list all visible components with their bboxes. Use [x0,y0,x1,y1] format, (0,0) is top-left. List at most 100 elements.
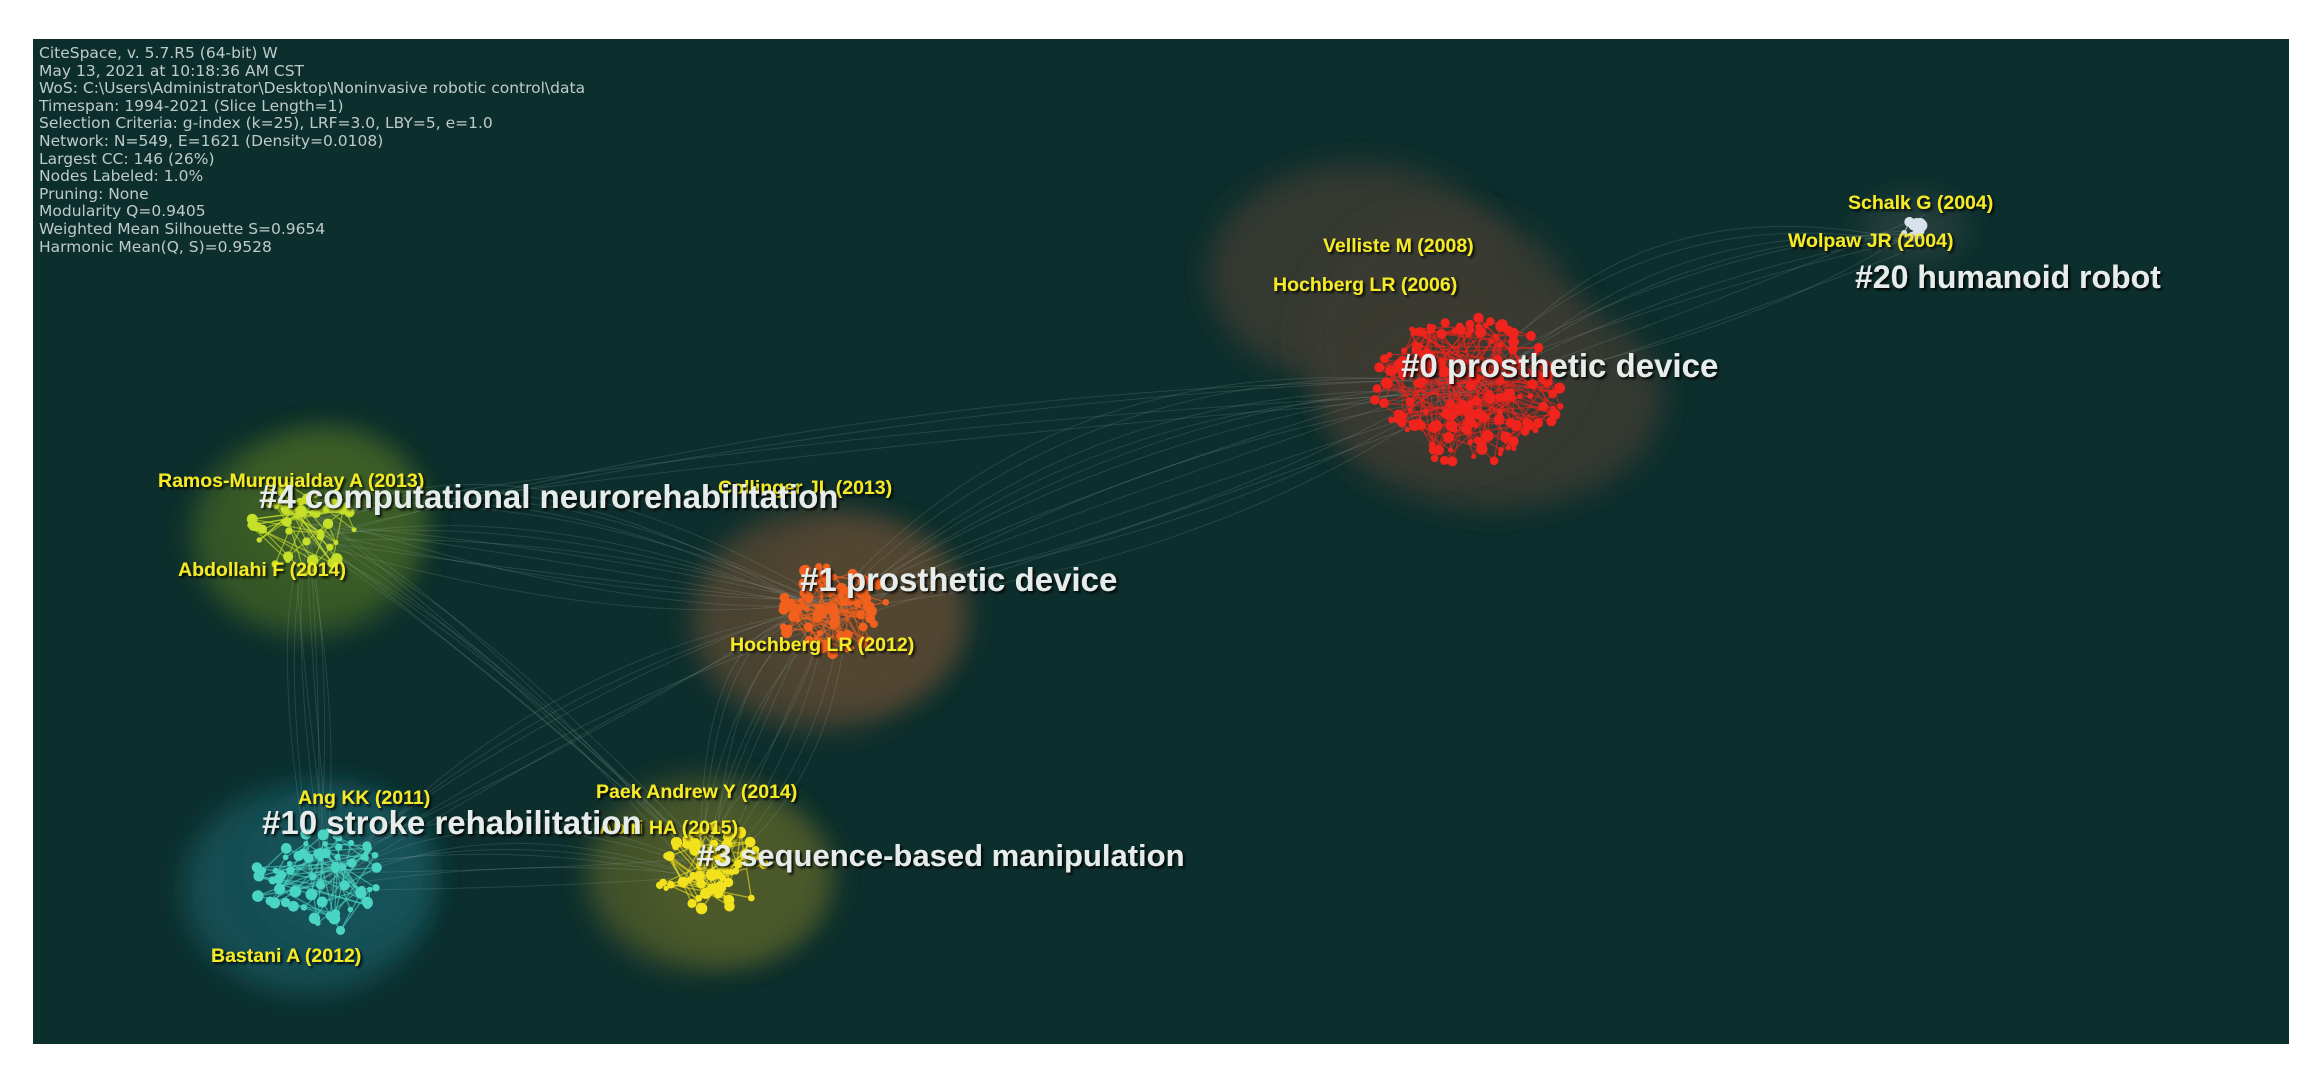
network-node[interactable] [1525,420,1535,431]
network-node[interactable] [822,563,831,571]
network-node[interactable] [1538,359,1550,370]
network-node[interactable] [700,888,712,899]
cluster-label-c1[interactable]: #1 prosthetic device [800,561,1117,598]
network-node[interactable] [303,853,314,863]
network-node[interactable] [331,864,340,874]
network-node[interactable] [286,866,295,875]
cluster-label-c10[interactable]: #10 stroke rehabilitation [262,804,642,841]
network-node[interactable] [1533,368,1541,376]
network-node[interactable] [1426,326,1435,335]
network-node[interactable] [1464,408,1476,420]
network-node[interactable] [695,861,706,871]
author-label-velliste[interactable]: Velliste M (2008) [1323,235,1474,257]
network-node[interactable] [695,895,703,902]
network-node[interactable] [371,862,382,873]
network-node[interactable] [1409,326,1415,333]
network-node[interactable] [1379,398,1389,408]
network-node[interactable] [759,859,769,870]
author-label-wolpaw[interactable]: Wolpaw JR (2004) [1788,230,1953,252]
network-node[interactable] [813,603,819,609]
network-node[interactable] [682,834,694,845]
network-node[interactable] [803,605,810,612]
network-node[interactable] [1505,417,1515,428]
network-node[interactable] [708,855,717,863]
network-node[interactable] [334,853,341,860]
network-node[interactable] [882,599,890,606]
network-node[interactable] [798,597,804,604]
network-node[interactable] [325,911,335,921]
network-node[interactable] [348,839,355,847]
cluster-label-c20[interactable]: #20 humanoid robot [1855,259,2161,295]
network-node[interactable] [326,543,334,551]
network-node[interactable] [1422,408,1430,415]
network-node[interactable] [264,497,276,509]
network-node[interactable] [835,630,847,642]
network-node[interactable] [744,836,756,848]
network-node[interactable] [713,889,723,899]
network-node[interactable] [752,851,761,861]
network-node[interactable] [322,518,334,529]
network-node[interactable] [1413,378,1424,389]
network-node[interactable] [693,870,705,882]
network-node[interactable] [747,894,755,902]
network-node[interactable] [728,868,735,876]
network-node[interactable] [803,622,813,632]
network-node[interactable] [306,554,319,567]
network-node[interactable] [687,898,697,909]
network-node[interactable] [712,869,723,880]
network-node[interactable] [735,826,747,838]
network-node[interactable] [751,846,760,854]
network-node[interactable] [257,524,267,534]
network-node[interactable] [830,573,838,581]
network-node[interactable] [1475,323,1483,331]
network-node[interactable] [1439,455,1449,465]
author-label-collinger[interactable]: Collinger JL (2013) [718,477,892,499]
network-node[interactable] [1901,230,1908,237]
network-node[interactable] [1904,216,1915,228]
network-node[interactable] [1554,382,1566,394]
network-node[interactable] [865,636,873,643]
network-node[interactable] [347,906,354,913]
author-label-abiri[interactable]: Abiri HA (2015) [599,817,738,839]
network-node[interactable] [1436,329,1447,340]
network-node[interactable] [1413,327,1422,336]
network-node[interactable] [1502,392,1512,401]
network-node[interactable] [334,843,343,851]
network-node[interactable] [1495,376,1505,386]
network-node[interactable] [816,630,824,637]
network-node[interactable] [819,605,828,614]
network-node[interactable] [1538,401,1549,412]
network-node[interactable] [858,622,868,632]
network-node[interactable] [1435,358,1446,369]
network-node[interactable] [1467,326,1475,334]
network-node[interactable] [313,849,321,856]
network-node[interactable] [847,568,858,579]
network-node[interactable] [779,623,788,631]
network-node[interactable] [1457,325,1466,335]
network-node[interactable] [816,641,829,654]
network-node[interactable] [842,644,851,653]
network-node[interactable] [1400,347,1408,354]
network-node[interactable] [1467,439,1474,445]
network-node[interactable] [1532,418,1544,429]
cocitation-network[interactable]: Velliste M (2008)Hochberg LR (2006)Schal… [33,39,2289,1044]
network-node[interactable] [301,493,314,505]
network-node[interactable] [1405,397,1415,406]
network-node[interactable] [1416,420,1427,431]
network-node[interactable] [710,839,719,848]
network-node[interactable] [293,850,304,861]
network-node[interactable] [282,517,292,527]
network-node[interactable] [725,878,732,886]
network-node[interactable] [274,883,286,895]
network-node[interactable] [1527,379,1538,390]
network-node[interactable] [1476,443,1488,455]
network-node[interactable] [1496,319,1508,331]
network-node[interactable] [815,563,823,571]
network-node[interactable] [667,880,675,889]
network-node[interactable] [1508,336,1519,348]
network-node[interactable] [1388,416,1395,424]
network-node[interactable] [1422,350,1431,359]
network-node[interactable] [1381,377,1393,389]
network-node[interactable] [826,603,839,615]
network-node[interactable] [1549,361,1557,369]
